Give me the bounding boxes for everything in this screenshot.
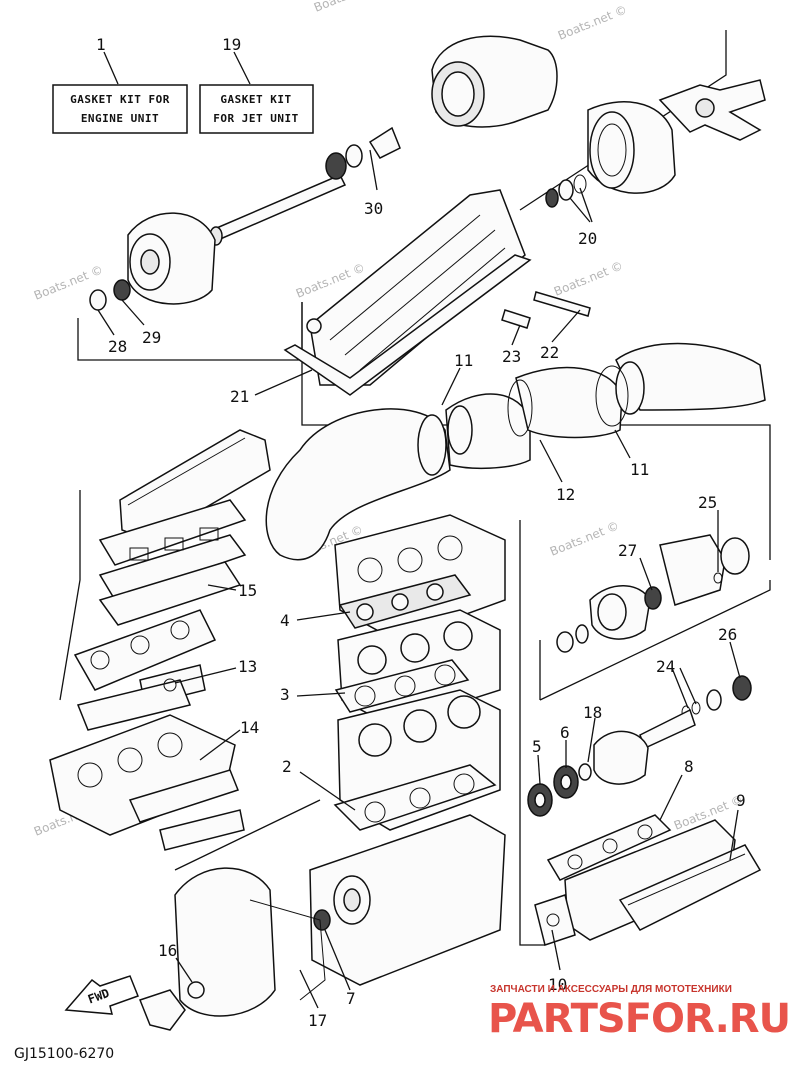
callout-16: 16 — [158, 941, 177, 960]
seals-28-29 — [89, 279, 131, 311]
callout-11: 11 — [630, 460, 649, 479]
brand-tagline: ЗАПЧАСТИ И АКСЕССУАРЫ ДЛЯ МОТОТЕХНИКИ — [490, 984, 732, 995]
callout-28: 28 — [108, 337, 127, 356]
callout-22: 22 — [540, 343, 559, 362]
watermark: Boats.net © — [312, 0, 385, 15]
jet-housing — [587, 101, 676, 194]
watermark: Boats.net © — [552, 258, 625, 298]
callout-12: 12 — [556, 485, 575, 504]
nozzle-25 — [659, 534, 750, 606]
callout-11: 11 — [454, 351, 473, 370]
leader-lines — [97, 149, 741, 1009]
callout-26: 26 — [718, 625, 737, 644]
callout-8: 8 — [684, 757, 694, 776]
callout-15: 15 — [238, 581, 257, 600]
callout-24: 24 — [656, 657, 675, 676]
jet-nozzle — [431, 35, 558, 128]
exhaust-pipe — [265, 342, 766, 561]
callout-19: 19 — [222, 35, 241, 54]
callouts: 30 20 28 29 21 23 22 11 12 11 25 27 26 2… — [108, 199, 746, 1030]
kit-box-jet: 19 GASKET KIT FOR JET UNIT — [199, 35, 314, 134]
crankcase — [309, 814, 506, 986]
seals-5-6 — [527, 765, 579, 817]
seals-24-26 — [681, 675, 752, 719]
pump-bearing-housing — [127, 212, 216, 305]
callout-23: 23 — [502, 347, 521, 366]
impeller — [658, 79, 766, 141]
water-pump-16 — [139, 981, 205, 1031]
intake-manifold-14 — [49, 714, 245, 851]
kit-box-line1: GASKET KIT FOR — [70, 93, 170, 106]
callout-17: 17 — [308, 1011, 327, 1030]
brand-logo: ЗАПЧАСТИ И АКСЕССУАРЫ ДЛЯ МОТОТЕХНИКИ PA… — [488, 984, 791, 1042]
callout-18: 18 — [583, 703, 602, 722]
head-gasket-4 — [338, 574, 472, 629]
kit-box-engine: 1 GASKET KIT FOR ENGINE UNIT — [52, 35, 188, 134]
callout-29: 29 — [142, 328, 161, 347]
exhaust-manifold — [73, 609, 217, 691]
gaskets-13 — [76, 664, 206, 731]
forward-direction-arrow: FWD — [64, 975, 139, 1015]
bearing-seals-20 — [545, 174, 587, 208]
watermark: Boats.net © — [556, 2, 629, 42]
flywheel-cover — [174, 867, 326, 1017]
callout-2: 2 — [282, 757, 292, 776]
oil-seal-7 — [313, 909, 331, 931]
callout-9: 9 — [736, 791, 746, 810]
cover-gasket-9 — [618, 844, 762, 931]
intake-duct — [283, 189, 591, 396]
callout-7: 7 — [346, 989, 356, 1008]
callout-14: 14 — [240, 718, 259, 737]
kit-box-line2: FOR JET UNIT — [213, 112, 298, 125]
callout-21: 21 — [230, 387, 249, 406]
callout-27: 27 — [618, 541, 637, 560]
muffler — [119, 429, 271, 541]
exhaust-gasket-8 — [546, 814, 672, 881]
callout-20: 20 — [578, 229, 597, 248]
bearing-housing-27 — [589, 585, 662, 640]
callout-3: 3 — [280, 685, 290, 704]
callout-5: 5 — [532, 737, 542, 756]
exhaust-manifold-gaskets-15 — [98, 499, 247, 626]
cylinder-gasket-3 — [334, 659, 470, 713]
kit-box-line1: GASKET KIT — [220, 93, 291, 106]
diagram-part-number: GJ15100-6270 — [14, 1046, 114, 1062]
callout-30: 30 — [364, 199, 383, 218]
callout-25: 25 — [698, 493, 717, 512]
callout-6: 6 — [560, 723, 570, 742]
base-gasket-2 — [333, 764, 497, 831]
gasket-10 — [534, 894, 576, 946]
brand-logo-text: PARTSFOR.RU — [488, 996, 790, 1042]
pump-shaft-18 — [578, 708, 696, 785]
callout-1: 1 — [96, 35, 106, 54]
watermark: Boats.net © — [548, 518, 621, 558]
circlips — [556, 624, 589, 653]
callout-13: 13 — [238, 657, 257, 676]
callout-4: 4 — [280, 611, 290, 630]
kit-box-line2: ENGINE UNIT — [81, 112, 159, 125]
drive-shaft — [209, 126, 401, 246]
fwd-label: FWD — [86, 986, 111, 1007]
callout-10: 10 — [548, 975, 567, 994]
